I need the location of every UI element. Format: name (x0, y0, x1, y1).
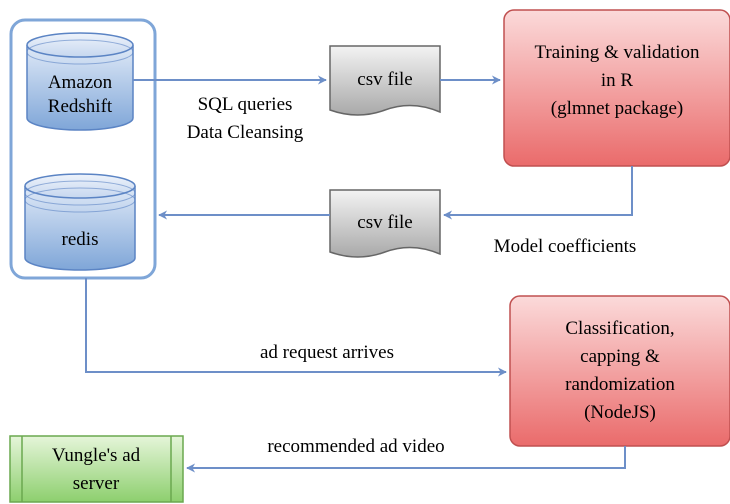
edge-label-recommended-ad: recommended ad video (267, 436, 444, 457)
csv-bottom-label: csv file (357, 212, 412, 233)
edge-label-model-coefficients: Model coefficients (494, 236, 637, 257)
csv-file-bottom: csv file (329, 189, 441, 258)
datastore-group-box (9, 18, 157, 280)
classification-line3: randomization (565, 374, 675, 395)
redis-db: redis (24, 173, 136, 271)
training-line1: Training & validation (534, 42, 700, 63)
adserver-line1: Vungle's ad (52, 445, 141, 466)
classification-line1: Classification, (565, 318, 674, 339)
csv-file-top: csv file (329, 45, 441, 116)
training-validation-box: Training & validation in R (glmnet packa… (503, 9, 730, 167)
redshift-label-line1: Amazon (48, 72, 113, 93)
edge-classification-to-adserver (186, 446, 626, 473)
redshift-label-line2: Redshift (48, 96, 113, 117)
vungle-ad-server: Vungle's ad server (9, 435, 184, 503)
classification-line4: (NodeJS) (584, 402, 656, 423)
classification-box: Classification, capping & randomization … (509, 295, 730, 447)
edge-training-to-csv (443, 166, 633, 220)
edge-redis-to-classification (85, 278, 507, 377)
adserver-line2: server (73, 473, 120, 494)
training-line2: in R (601, 70, 634, 91)
edge-label-data-cleansing: Data Cleansing (187, 122, 304, 143)
classification-line2: capping & (580, 346, 660, 367)
training-line3: (glmnet package) (551, 98, 683, 119)
edge-label-sql-queries: SQL queries (198, 94, 293, 115)
edge-label-ad-request: ad request arrives (260, 342, 394, 363)
edges (85, 75, 633, 473)
redis-label: redis (62, 229, 99, 250)
amazon-redshift-db: Amazon Redshift (26, 32, 134, 131)
csv-top-label: csv file (357, 69, 412, 90)
